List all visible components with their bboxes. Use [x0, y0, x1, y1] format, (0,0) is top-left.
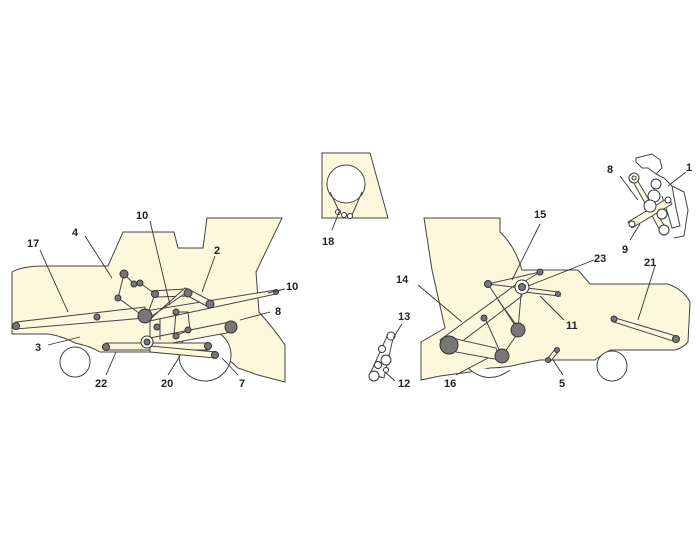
pulley	[610, 315, 618, 323]
pulley	[536, 268, 544, 276]
main-pulley	[137, 308, 153, 324]
pulley	[119, 269, 129, 279]
pulley	[664, 196, 672, 204]
pulley	[672, 335, 680, 343]
right-side-view: 14 15 23 11 21 16 5	[396, 209, 691, 390]
belt-lower	[483, 299, 521, 358]
callout-5: 5	[559, 378, 565, 390]
callout-8: 8	[275, 306, 281, 318]
pulley	[510, 322, 526, 338]
pulley	[555, 291, 561, 297]
left-front-wheel	[59, 346, 91, 378]
pulley	[114, 294, 122, 302]
detail-18-drum	[326, 164, 366, 204]
pulley	[545, 357, 551, 363]
pulley	[136, 279, 144, 287]
detail-12-13: 13 12	[368, 311, 410, 390]
callout-21: 21	[644, 257, 656, 269]
pulley	[153, 323, 161, 331]
callout-7: 7	[239, 378, 245, 390]
right-front-wheel	[596, 350, 628, 382]
callout-11: 11	[566, 320, 578, 332]
left-leaders	[39, 220, 286, 376]
callout-9: 9	[622, 244, 628, 256]
pulley	[480, 314, 488, 322]
pulley	[643, 199, 657, 213]
callout-23: 23	[594, 253, 606, 265]
pulley	[184, 326, 192, 334]
callout-17: 17	[27, 238, 39, 250]
pulley	[658, 224, 670, 236]
pulley	[554, 347, 560, 353]
detail-top-right: 8 1 9	[607, 153, 692, 256]
pulley	[130, 280, 138, 288]
left-side-view: 17 4 10 2 10 8 3 22 20 7	[11, 210, 298, 390]
callout-10: 10	[136, 210, 148, 222]
pulley	[205, 299, 215, 309]
callout-3: 3	[35, 342, 41, 354]
detail-18: 18	[321, 152, 389, 248]
pulley	[172, 308, 180, 316]
callout-8: 8	[607, 164, 613, 176]
pulley	[484, 280, 492, 288]
pulley	[204, 342, 212, 350]
callout-16: 16	[444, 378, 456, 390]
right-combine-body	[420, 217, 691, 381]
pulley	[143, 338, 151, 346]
callout-18: 18	[322, 236, 334, 248]
pulley	[183, 288, 193, 298]
pulley	[211, 351, 219, 359]
pulley	[494, 348, 510, 364]
callout-2: 2	[214, 245, 220, 257]
pulley	[93, 313, 101, 321]
callout-4: 4	[72, 227, 79, 239]
pulley	[172, 332, 180, 340]
callout-13: 13	[398, 311, 410, 323]
pulley	[650, 178, 662, 190]
pulley	[628, 220, 636, 228]
pulley	[518, 283, 526, 291]
callout-10: 10	[286, 281, 298, 293]
right-pulleys	[439, 268, 680, 364]
callout-12: 12	[398, 378, 410, 390]
pulley	[224, 320, 238, 334]
callout-22: 22	[95, 378, 107, 390]
pulley	[12, 322, 20, 330]
callout-20: 20	[161, 378, 173, 390]
pulley	[151, 290, 159, 298]
pulley	[656, 208, 668, 220]
pulley	[102, 343, 110, 351]
callout-15: 15	[534, 209, 546, 221]
detail-bracket	[635, 153, 663, 175]
pulley	[439, 335, 459, 355]
right-leaders	[417, 223, 656, 376]
callout-1: 1	[686, 162, 692, 174]
left-pulleys	[12, 269, 279, 359]
callout-14: 14	[396, 274, 409, 286]
